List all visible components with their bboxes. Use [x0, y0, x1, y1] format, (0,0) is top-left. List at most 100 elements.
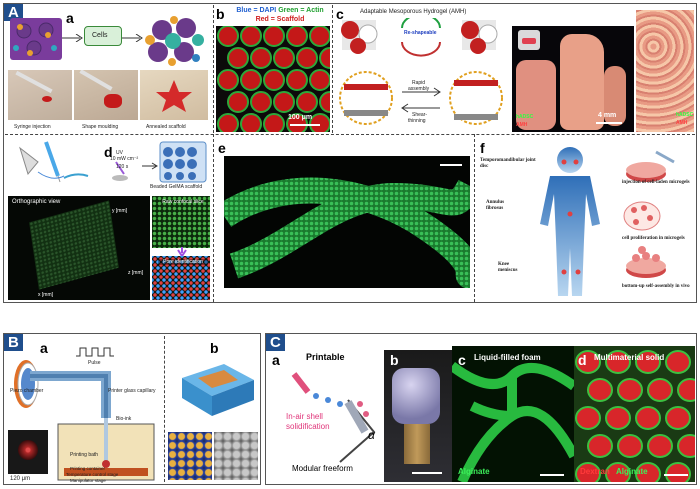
dextran-label: Dextran	[580, 467, 610, 476]
divider	[5, 134, 695, 135]
dextran-droplet	[635, 462, 661, 482]
droplet-printer-schematic	[14, 347, 155, 481]
microgel-bead	[286, 26, 308, 47]
panel-b-letter: B	[4, 334, 23, 351]
capillary-label: Printer glass capillary	[108, 388, 156, 394]
legend-actin: Green = Actin	[278, 7, 324, 14]
scale-bar	[440, 164, 462, 166]
microgel-bead	[263, 26, 285, 47]
printable-title: Printable	[306, 352, 345, 362]
dextran-droplet	[605, 462, 631, 482]
tmj-label: Temporomandibular joint disc	[480, 158, 536, 169]
panel-a-b-label: b	[216, 6, 225, 22]
proliferation-label: cell proliferation in microgels	[622, 236, 685, 241]
human-body-illustration	[540, 147, 600, 296]
raw-label: Raw confocal slice	[162, 199, 204, 205]
hadsc-label: hADSC	[516, 114, 534, 120]
arrow-icon	[62, 34, 83, 42]
microgel-bead	[240, 113, 262, 132]
panel-b-b-label: b	[210, 340, 219, 356]
microgel-cell-aggregate-illustration	[145, 16, 204, 66]
multimaterial-title: Multimaterial solid	[594, 353, 665, 362]
microgel-bead	[296, 91, 318, 113]
rapid-label: Rapid	[412, 80, 426, 86]
microgel-bead	[319, 91, 330, 113]
stain-legend: Blue = DAPI Green = Actin Red = Scaffold	[228, 6, 332, 24]
annulus-label: Annulus fibrosus	[486, 200, 505, 211]
cells-box	[84, 26, 122, 46]
time-label: 120 s	[116, 164, 129, 170]
dextran-droplet	[575, 406, 601, 430]
amh-title: Adaptable Mesoporous Hydrogel (AMH)	[360, 9, 467, 15]
microgel-bead	[309, 113, 330, 132]
amh-label: AMH	[516, 122, 528, 128]
panel-a-c-label: c	[336, 6, 344, 22]
printed-droplet-micrograph	[8, 430, 48, 474]
panel-c-a-label: a	[272, 352, 280, 368]
pipette-uv-schematic	[19, 141, 207, 183]
amh-label-zoom: AMH	[676, 120, 688, 126]
scale-label: 100 μm	[288, 114, 313, 121]
microgel-bead	[263, 69, 285, 91]
ortho-label: Orthographic view	[12, 199, 61, 205]
modular-label: Modular freeform	[292, 464, 353, 473]
annealed-scaffold-photo	[140, 70, 208, 120]
microgel-bead	[240, 26, 262, 47]
bath-label: Printing bath	[70, 452, 99, 458]
axis-z-label: z [mm]	[128, 270, 143, 276]
dextran-droplet	[605, 406, 631, 430]
dextran-droplet	[647, 378, 673, 402]
amh-schematic	[339, 18, 503, 125]
panel-a-f-label: f	[480, 140, 485, 156]
panel-a-d-label: d	[104, 144, 113, 160]
panel-c-b-label: b	[390, 352, 399, 368]
multimaterial-solid-image	[574, 346, 695, 482]
uv-label: UV	[116, 150, 123, 156]
caption-shape: Shape moulding	[82, 124, 119, 130]
scale-bar	[290, 124, 320, 126]
scale-label: 4 mm	[598, 112, 617, 119]
divider	[332, 5, 333, 133]
hexagon-pattern-image	[168, 432, 212, 480]
divider	[474, 134, 475, 302]
microgel-bead	[286, 69, 308, 91]
pore-label: Pore identification	[158, 259, 208, 265]
microgel-bead	[273, 91, 295, 113]
dextran-droplet	[635, 406, 661, 430]
caption-syringe: Syringe injection	[14, 124, 51, 130]
panel-a-e-label: e	[218, 140, 226, 156]
dextran-droplet	[617, 434, 643, 458]
dextran-droplet	[677, 434, 695, 458]
microgel-bead	[319, 47, 330, 69]
microgel-bead	[217, 26, 239, 47]
microgel-bead	[227, 47, 249, 69]
microgel-bead	[250, 91, 272, 113]
legend-dapi: Blue = DAPI	[236, 7, 277, 14]
dextran-droplet	[605, 350, 631, 374]
dextran-droplet	[665, 350, 691, 374]
axis-y-label: y [mm]	[112, 208, 127, 214]
hadsc-label-zoom: hADSC	[676, 112, 694, 118]
freeform-printing-schematic	[291, 372, 376, 463]
dextran-droplet	[575, 462, 601, 482]
panel-a-frame	[3, 3, 697, 303]
pore-identification-image	[152, 256, 210, 300]
inair-line2: solidification	[286, 422, 330, 431]
liquid-foam-title: Liquid-filled foam	[474, 353, 541, 362]
knee-label: Knee meniscus	[498, 262, 518, 273]
sem-image	[214, 432, 258, 480]
pulse-label: Pulse	[88, 360, 101, 366]
dextran-droplet	[665, 462, 691, 482]
inair-line1: In-air shell	[286, 412, 323, 421]
dextran-droplet	[617, 378, 643, 402]
printed-construct-photo	[384, 350, 452, 482]
alginate-label: Alginate	[458, 467, 490, 476]
panel-c-c-label: c	[458, 352, 466, 368]
microgel-scaffold-fluorescence-image	[216, 26, 330, 132]
scaffold-label: Beaded GelMA scaffold	[150, 184, 203, 190]
panel-c-d-label: d	[578, 352, 587, 368]
orthographic-view-image	[8, 196, 150, 300]
syringe-injection-photo	[8, 70, 72, 120]
caption-annealed: Annealed scaffold	[146, 124, 186, 130]
reshapeable-label: Re-shapeable	[404, 30, 437, 36]
